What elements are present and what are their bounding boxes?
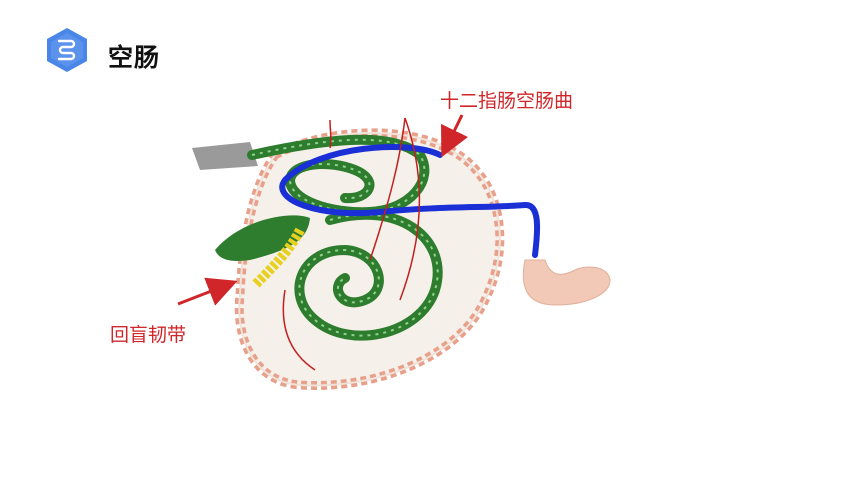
page-title: 空肠 [108, 43, 161, 72]
duodenum [279, 144, 541, 258]
ileum-segment [251, 227, 305, 289]
label-ileocecal-ligament: 回盲韧带 [110, 324, 187, 346]
mesenteric-vessels [282, 117, 421, 371]
intestine-diagram [192, 117, 611, 390]
label-duodenojejunal-flexure: 十二指肠空肠曲 [440, 90, 574, 112]
intestine-icon [57, 39, 76, 61]
esophagus [192, 142, 258, 170]
stomach [522, 259, 611, 306]
header-badge [47, 28, 87, 72]
cecum [215, 215, 310, 261]
